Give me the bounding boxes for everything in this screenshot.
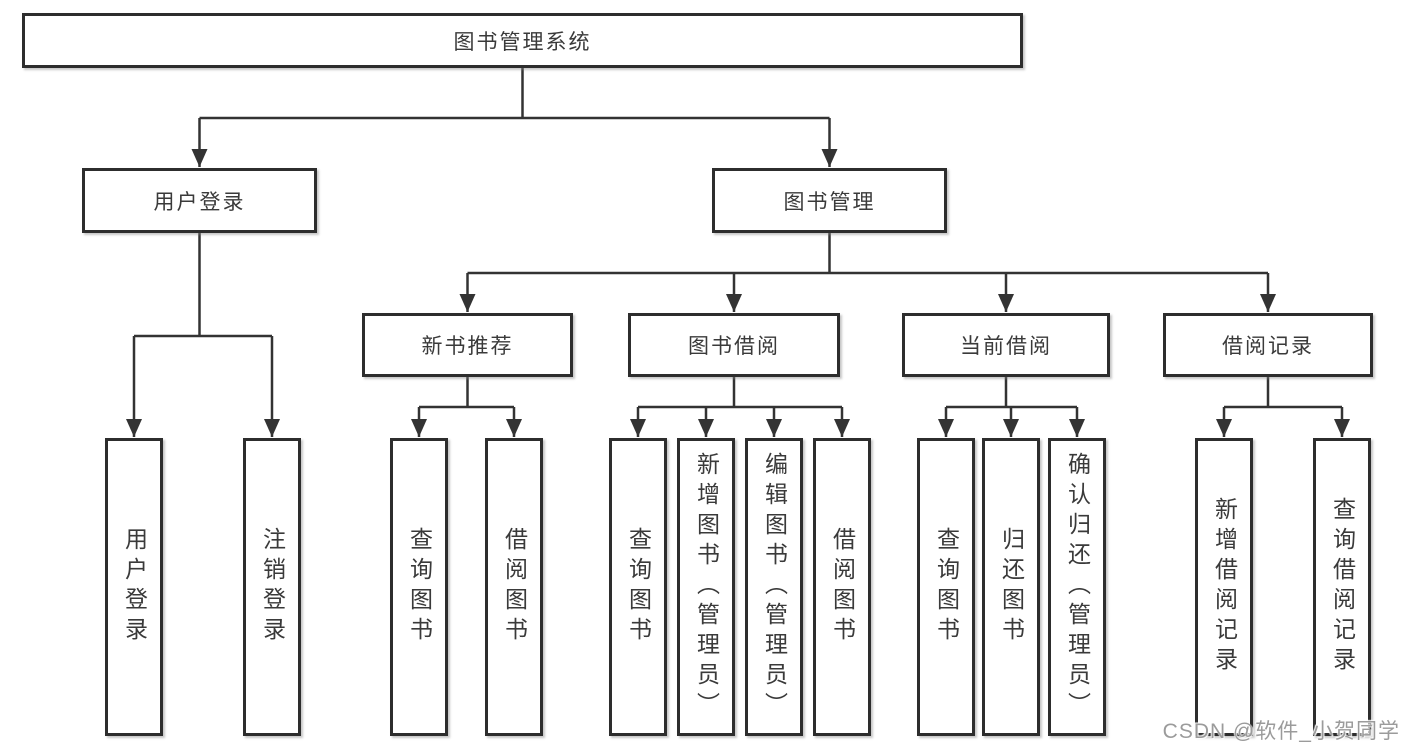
- leaf-label: 借阅图书: [501, 527, 528, 647]
- connector-root-split: [199, 68, 830, 120]
- node-current-borrow: 当前借阅: [902, 313, 1110, 377]
- leaf-borrow-book: 借阅图书: [813, 438, 871, 736]
- connector-newrec-split: [419, 377, 514, 409]
- leaf-label: 归还图书: [998, 527, 1025, 647]
- leaf-query-book: 查询图书: [390, 438, 448, 736]
- node-book-management: 图书管理: [712, 168, 947, 233]
- leaf-add-borrow-record: 新增借阅记录: [1195, 438, 1253, 736]
- leaf-query-borrow-record: 查询借阅记录: [1313, 438, 1371, 736]
- leaf-label: 确认归还（管理员）: [1064, 452, 1091, 722]
- leaf-return-book: 归还图书: [982, 438, 1040, 736]
- connector-borrow-split: [638, 377, 842, 409]
- node-label: 借阅记录: [1222, 335, 1314, 358]
- leaf-borrow-book: 借阅图书: [485, 438, 543, 736]
- leaf-logout: 注销登录: [243, 438, 301, 736]
- leaf-label: 用户登录: [121, 527, 148, 647]
- leaf-label: 编辑图书（管理员）: [761, 452, 788, 722]
- csdn-watermark: CSDN @软件_小贺同学: [1162, 720, 1400, 743]
- leaf-label: 查询图书: [933, 527, 960, 647]
- node-label: 图书管理: [783, 190, 876, 214]
- node-label: 用户登录: [153, 190, 246, 214]
- connector-curr-split: [946, 377, 1077, 409]
- node-book-borrow: 图书借阅: [628, 313, 840, 377]
- node-new-book-recommend: 新书推荐: [362, 313, 573, 377]
- leaf-label: 查询图书: [406, 527, 433, 647]
- leaf-query-book: 查询图书: [917, 438, 975, 736]
- connector-login-split: [134, 233, 272, 338]
- leaf-label: 注销登录: [259, 527, 286, 647]
- leaf-label: 借阅图书: [829, 527, 856, 647]
- node-borrow-record: 借阅记录: [1163, 313, 1373, 377]
- connector-mgmt-split: [467, 233, 1268, 275]
- leaf-label: 新增图书（管理员）: [693, 452, 720, 722]
- node-label: 新书推荐: [421, 335, 514, 358]
- leaf-user-login: 用户登录: [105, 438, 163, 736]
- node-label: 图书借阅: [688, 335, 780, 358]
- node-label: 当前借阅: [960, 335, 1052, 358]
- leaf-confirm-return-admin: 确认归还（管理员）: [1048, 438, 1106, 736]
- leaf-label: 新增借阅记录: [1211, 497, 1238, 677]
- node-label: 图书管理系统: [453, 30, 592, 54]
- leaf-add-book-admin: 新增图书（管理员）: [677, 438, 735, 736]
- node-root-system: 图书管理系统: [22, 13, 1023, 68]
- leaf-label: 查询借阅记录: [1329, 497, 1356, 677]
- leaf-query-book: 查询图书: [609, 438, 667, 736]
- leaf-edit-book-admin: 编辑图书（管理员）: [745, 438, 803, 736]
- leaf-label: 查询图书: [625, 527, 652, 647]
- connector-record-split: [1224, 377, 1342, 409]
- node-user-login: 用户登录: [82, 168, 317, 233]
